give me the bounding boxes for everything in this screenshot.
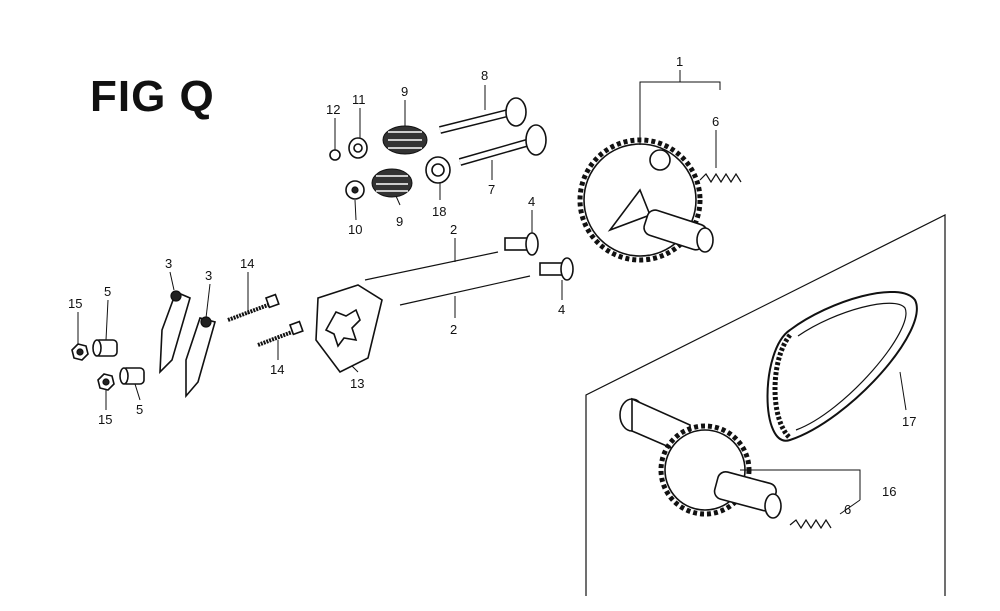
callout-4-lower: 4 bbox=[558, 302, 565, 317]
nut-lower bbox=[97, 373, 115, 391]
callout-9-lower: 9 bbox=[396, 214, 403, 229]
callout-3-upper: 3 bbox=[165, 256, 172, 271]
inset-panel-border bbox=[585, 214, 946, 596]
valve-rotator-18 bbox=[425, 156, 451, 184]
callout-17: 17 bbox=[902, 414, 916, 429]
callout-7: 7 bbox=[488, 182, 495, 197]
callout-1: 1 bbox=[676, 54, 683, 69]
spring-inset bbox=[789, 518, 832, 530]
callout-14-upper: 14 bbox=[240, 256, 254, 271]
callout-2-lower: 2 bbox=[450, 322, 457, 337]
valve-spring-upper bbox=[382, 125, 428, 155]
figure-title: FIG Q bbox=[90, 72, 215, 121]
rocker-pivot-lower bbox=[119, 367, 145, 385]
callout-11: 11 bbox=[352, 92, 366, 107]
callout-12: 12 bbox=[326, 102, 340, 117]
cotter-12 bbox=[329, 149, 341, 161]
callout-14-lower: 14 bbox=[270, 362, 284, 377]
callout-6-top: 6 bbox=[712, 114, 719, 129]
callout-3-lower: 3 bbox=[205, 268, 212, 283]
tappet-upper bbox=[504, 232, 539, 256]
camshaft-gear-assembly-inset bbox=[619, 397, 782, 519]
callout-4-upper: 4 bbox=[528, 194, 535, 209]
callout-13: 13 bbox=[350, 376, 364, 391]
valve-retainer-10 bbox=[345, 180, 365, 200]
push-rod-lower bbox=[399, 275, 531, 306]
timing-chain bbox=[766, 291, 918, 442]
valve-lower bbox=[458, 124, 547, 166]
valve-retainer-11 bbox=[348, 137, 368, 159]
push-rod-guide-plate bbox=[315, 284, 383, 374]
callout-15-lower: 15 bbox=[98, 412, 112, 427]
spring-top bbox=[699, 172, 742, 184]
tappet-lower bbox=[539, 257, 574, 281]
callout-16: 16 bbox=[882, 484, 896, 499]
callout-8: 8 bbox=[481, 68, 488, 83]
callout-5-lower: 5 bbox=[136, 402, 143, 417]
callout-labels: 1 6 8 7 9 9 12 11 10 18 4 4 2 2 3 3 14 1… bbox=[68, 54, 916, 517]
callout-18: 18 bbox=[432, 204, 446, 219]
pivot-bolt-lower bbox=[257, 320, 304, 347]
callout-15-upper: 15 bbox=[68, 296, 82, 311]
pivot-bolt-upper bbox=[227, 293, 280, 322]
camshaft-gear-assembly bbox=[577, 137, 714, 263]
callout-6-inset: 6 bbox=[844, 502, 851, 517]
rocker-arm-upper bbox=[159, 290, 191, 375]
callout-9-upper: 9 bbox=[401, 84, 408, 99]
valve-spring-lower bbox=[371, 168, 413, 198]
rocker-arm-lower bbox=[185, 316, 216, 399]
nut-upper bbox=[71, 343, 89, 361]
push-rod-upper bbox=[364, 251, 499, 281]
callout-2-upper: 2 bbox=[450, 222, 457, 237]
callout-5-upper: 5 bbox=[104, 284, 111, 299]
callout-10: 10 bbox=[348, 222, 362, 237]
valve-upper bbox=[439, 97, 527, 134]
rocker-pivot-upper bbox=[92, 339, 118, 357]
leader-lines bbox=[77, 70, 907, 515]
